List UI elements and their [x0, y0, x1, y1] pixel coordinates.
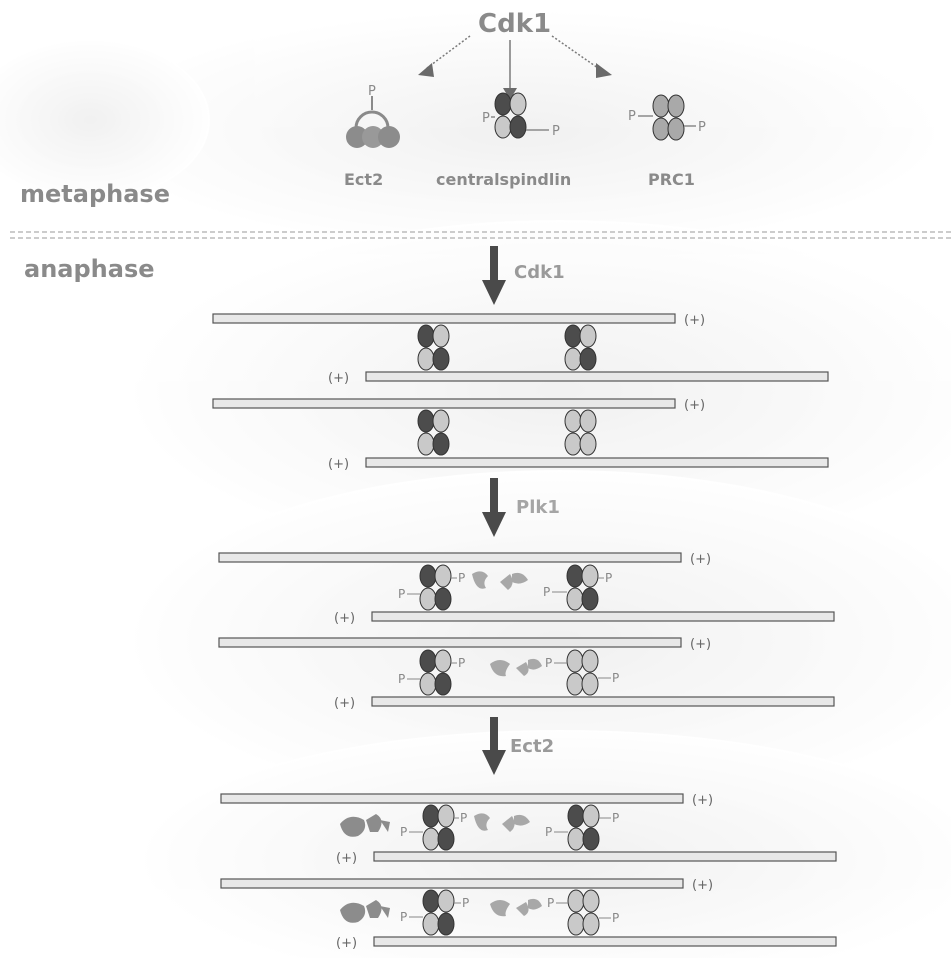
anaphase-label: anaphase [24, 255, 155, 283]
plus-end-label: (+) [690, 552, 711, 567]
plus-end-label: (+) [690, 637, 711, 652]
phospho-label: P [400, 910, 407, 924]
ect2-bound-icon [340, 900, 390, 923]
phospho-label: P [698, 120, 706, 135]
phase-divider [10, 231, 951, 239]
phospho-label: P [462, 896, 469, 910]
plk1-pair-icon [490, 898, 542, 917]
phospho-label: P [612, 811, 619, 825]
plus-end-label: (+) [336, 936, 357, 951]
step-arrow-3 [482, 717, 506, 775]
phospho-label: P [605, 571, 612, 585]
centralspindlin-complex [417, 324, 450, 371]
plus-end-label: (+) [684, 313, 705, 328]
ect2-bound-icon [340, 814, 390, 837]
ect2-metaphase-icon: P [346, 84, 400, 148]
plus-end-label: (+) [336, 851, 357, 866]
centralspindlin-complex: P P [398, 649, 465, 696]
step-3-kinase-label: Ect2 [510, 736, 554, 757]
arrowhead-right-icon [596, 63, 612, 78]
cdk1-fan-arrows [426, 35, 599, 88]
prc1-complex: P P [547, 889, 619, 936]
centralspindlin-complex: P P [543, 564, 612, 611]
background-texture [0, 10, 951, 962]
plus-end-label: (+) [692, 793, 713, 808]
prc1-complex [564, 409, 597, 456]
phospho-label: P [545, 825, 552, 839]
plus-end-label: (+) [328, 457, 349, 472]
step-2-kinase-label: Plk1 [516, 497, 560, 518]
phospho-label: P [368, 84, 376, 99]
phospho-label: P [400, 825, 407, 839]
ect2-label: Ect2 [344, 170, 383, 189]
phospho-label: P [482, 111, 490, 126]
phospho-label: P [628, 109, 636, 124]
prc1-label: PRC1 [648, 170, 695, 189]
phospho-label: P [458, 656, 465, 670]
phospho-label: P [552, 124, 560, 139]
plk1-pair-icon [490, 658, 542, 677]
plus-end-label: (+) [692, 878, 713, 893]
plus-end-label: (+) [328, 371, 349, 386]
step-arrow-2 [482, 478, 506, 537]
block-1: (+) (+) (+) (+) [212, 313, 829, 472]
plus-end-label: (+) [334, 611, 355, 626]
block-3: (+) (+) P P P [220, 793, 837, 951]
centralspindlin-metaphase-icon: P P [482, 92, 560, 139]
step-arrow-1 [482, 246, 506, 305]
phospho-label: P [612, 671, 619, 685]
phospho-label: P [543, 585, 550, 599]
centralspindlin-complex: P P [545, 804, 619, 851]
plus-end-label: (+) [334, 696, 355, 711]
phospho-label: P [460, 811, 467, 825]
plk1-pair-icon [474, 813, 530, 832]
block-2: (+) (+) P P P P (+) [218, 552, 835, 711]
arrowhead-center-icon [503, 88, 517, 100]
centralspindlin-complex: P P [398, 564, 465, 611]
cdk1-top-label: Cdk1 [478, 9, 551, 39]
step-1-kinase-label: Cdk1 [514, 262, 565, 283]
phospho-label: P [545, 656, 552, 670]
prc1-metaphase-icon: P P [628, 94, 706, 141]
phospho-label: P [458, 571, 465, 585]
plk1-pair-icon [472, 571, 528, 590]
phospho-label: P [612, 911, 619, 925]
centralspindlin-complex: P P [400, 889, 469, 936]
centralspindlin-complex [564, 324, 597, 371]
phospho-label: P [398, 587, 405, 601]
plus-end-label: (+) [684, 398, 705, 413]
centralspindlin-complex [417, 409, 450, 456]
centralspindlin-complex: P P [400, 804, 467, 851]
arrowhead-left-icon [418, 63, 434, 77]
centralspindlin-label: centralspindlin [436, 170, 571, 189]
phospho-label: P [398, 672, 405, 686]
prc1-complex: P P [545, 649, 619, 696]
phospho-label: P [547, 896, 554, 910]
metaphase-label: metaphase [20, 180, 170, 208]
